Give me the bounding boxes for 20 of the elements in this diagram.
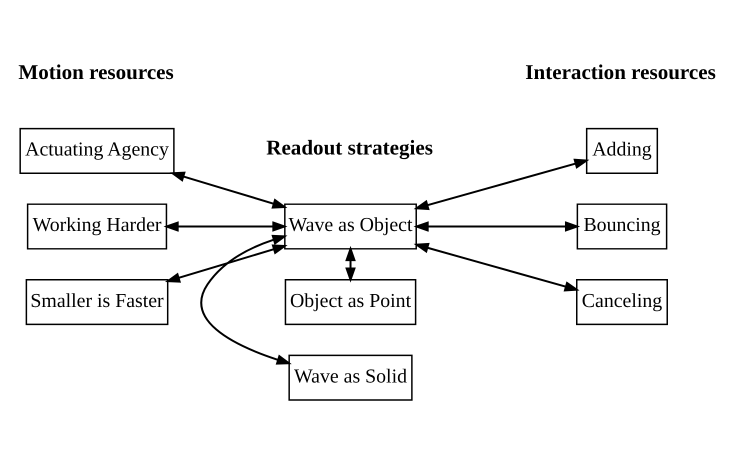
node-box: Wave as Solid (288, 354, 413, 400)
node-box: Wave as Object (284, 202, 417, 250)
arrow (200, 234, 292, 364)
node-box: Object as Point (284, 278, 416, 325)
node-box: Bouncing (576, 202, 668, 250)
label: Motion resources (18, 60, 174, 84)
arrow (414, 158, 590, 210)
arrow (345, 245, 356, 282)
node-box: Smaller is Faster (26, 278, 168, 325)
node-box: Adding (586, 127, 658, 174)
arrow (164, 244, 288, 282)
arrow (414, 220, 580, 232)
node-box: Canceling (576, 278, 668, 325)
label: Interaction resources (525, 60, 716, 84)
node-box: Actuating Agency (19, 127, 175, 174)
arrow (164, 220, 288, 232)
node-box: Working Harder (26, 202, 168, 250)
label: Readout strategies (266, 135, 433, 160)
arrow (414, 242, 580, 292)
arrow (170, 171, 288, 208)
